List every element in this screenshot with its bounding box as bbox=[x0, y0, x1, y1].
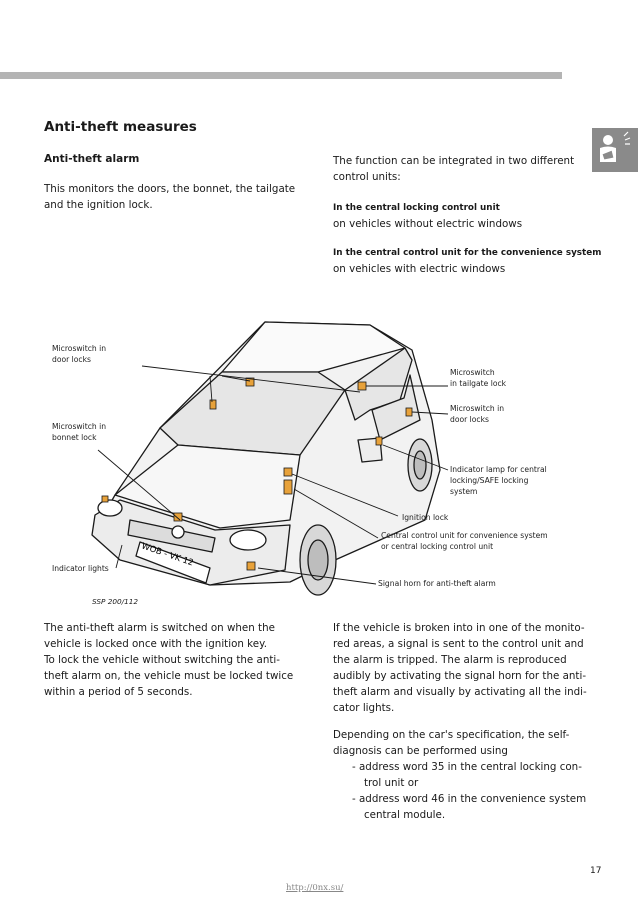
body-right: If the vehicle is broken into in one of … bbox=[333, 622, 587, 714]
label-indicator-lights: Indicator lights bbox=[52, 564, 109, 573]
label-control-unit: Central control unit for convenience sys… bbox=[381, 531, 548, 551]
unit-2: In the central control unit for the conv… bbox=[333, 248, 602, 275]
diagnosis-item-1: - address word 35 in the central locking… bbox=[352, 761, 582, 789]
figure-code: SSP 200/112 bbox=[92, 597, 139, 606]
diagnosis-intro: Depending on the car's specification, th… bbox=[333, 729, 570, 757]
footer-link[interactable]: http://0nx.su/ bbox=[286, 883, 344, 893]
intro-right: The function can be integrated in two di… bbox=[333, 155, 575, 183]
person-reading-icon bbox=[592, 128, 638, 172]
intro-left: This monitors the doors, the bonnet, the… bbox=[44, 183, 296, 211]
diagnosis-item-2: - address word 46 in the convenience sys… bbox=[352, 793, 587, 821]
page-number: 17 bbox=[590, 866, 602, 876]
section-heading: Anti-theft alarm bbox=[44, 153, 140, 165]
label-horn: Signal horn for anti-theft alarm bbox=[378, 579, 496, 588]
car-diagram: WOB - VK 12 bbox=[91, 321, 449, 596]
label-ignition: Ignition lock bbox=[402, 513, 449, 522]
top-rule bbox=[0, 72, 562, 79]
body-left: The anti-theft alarm is switched on when… bbox=[44, 622, 294, 698]
page-title: Anti-theft measures bbox=[44, 119, 197, 135]
